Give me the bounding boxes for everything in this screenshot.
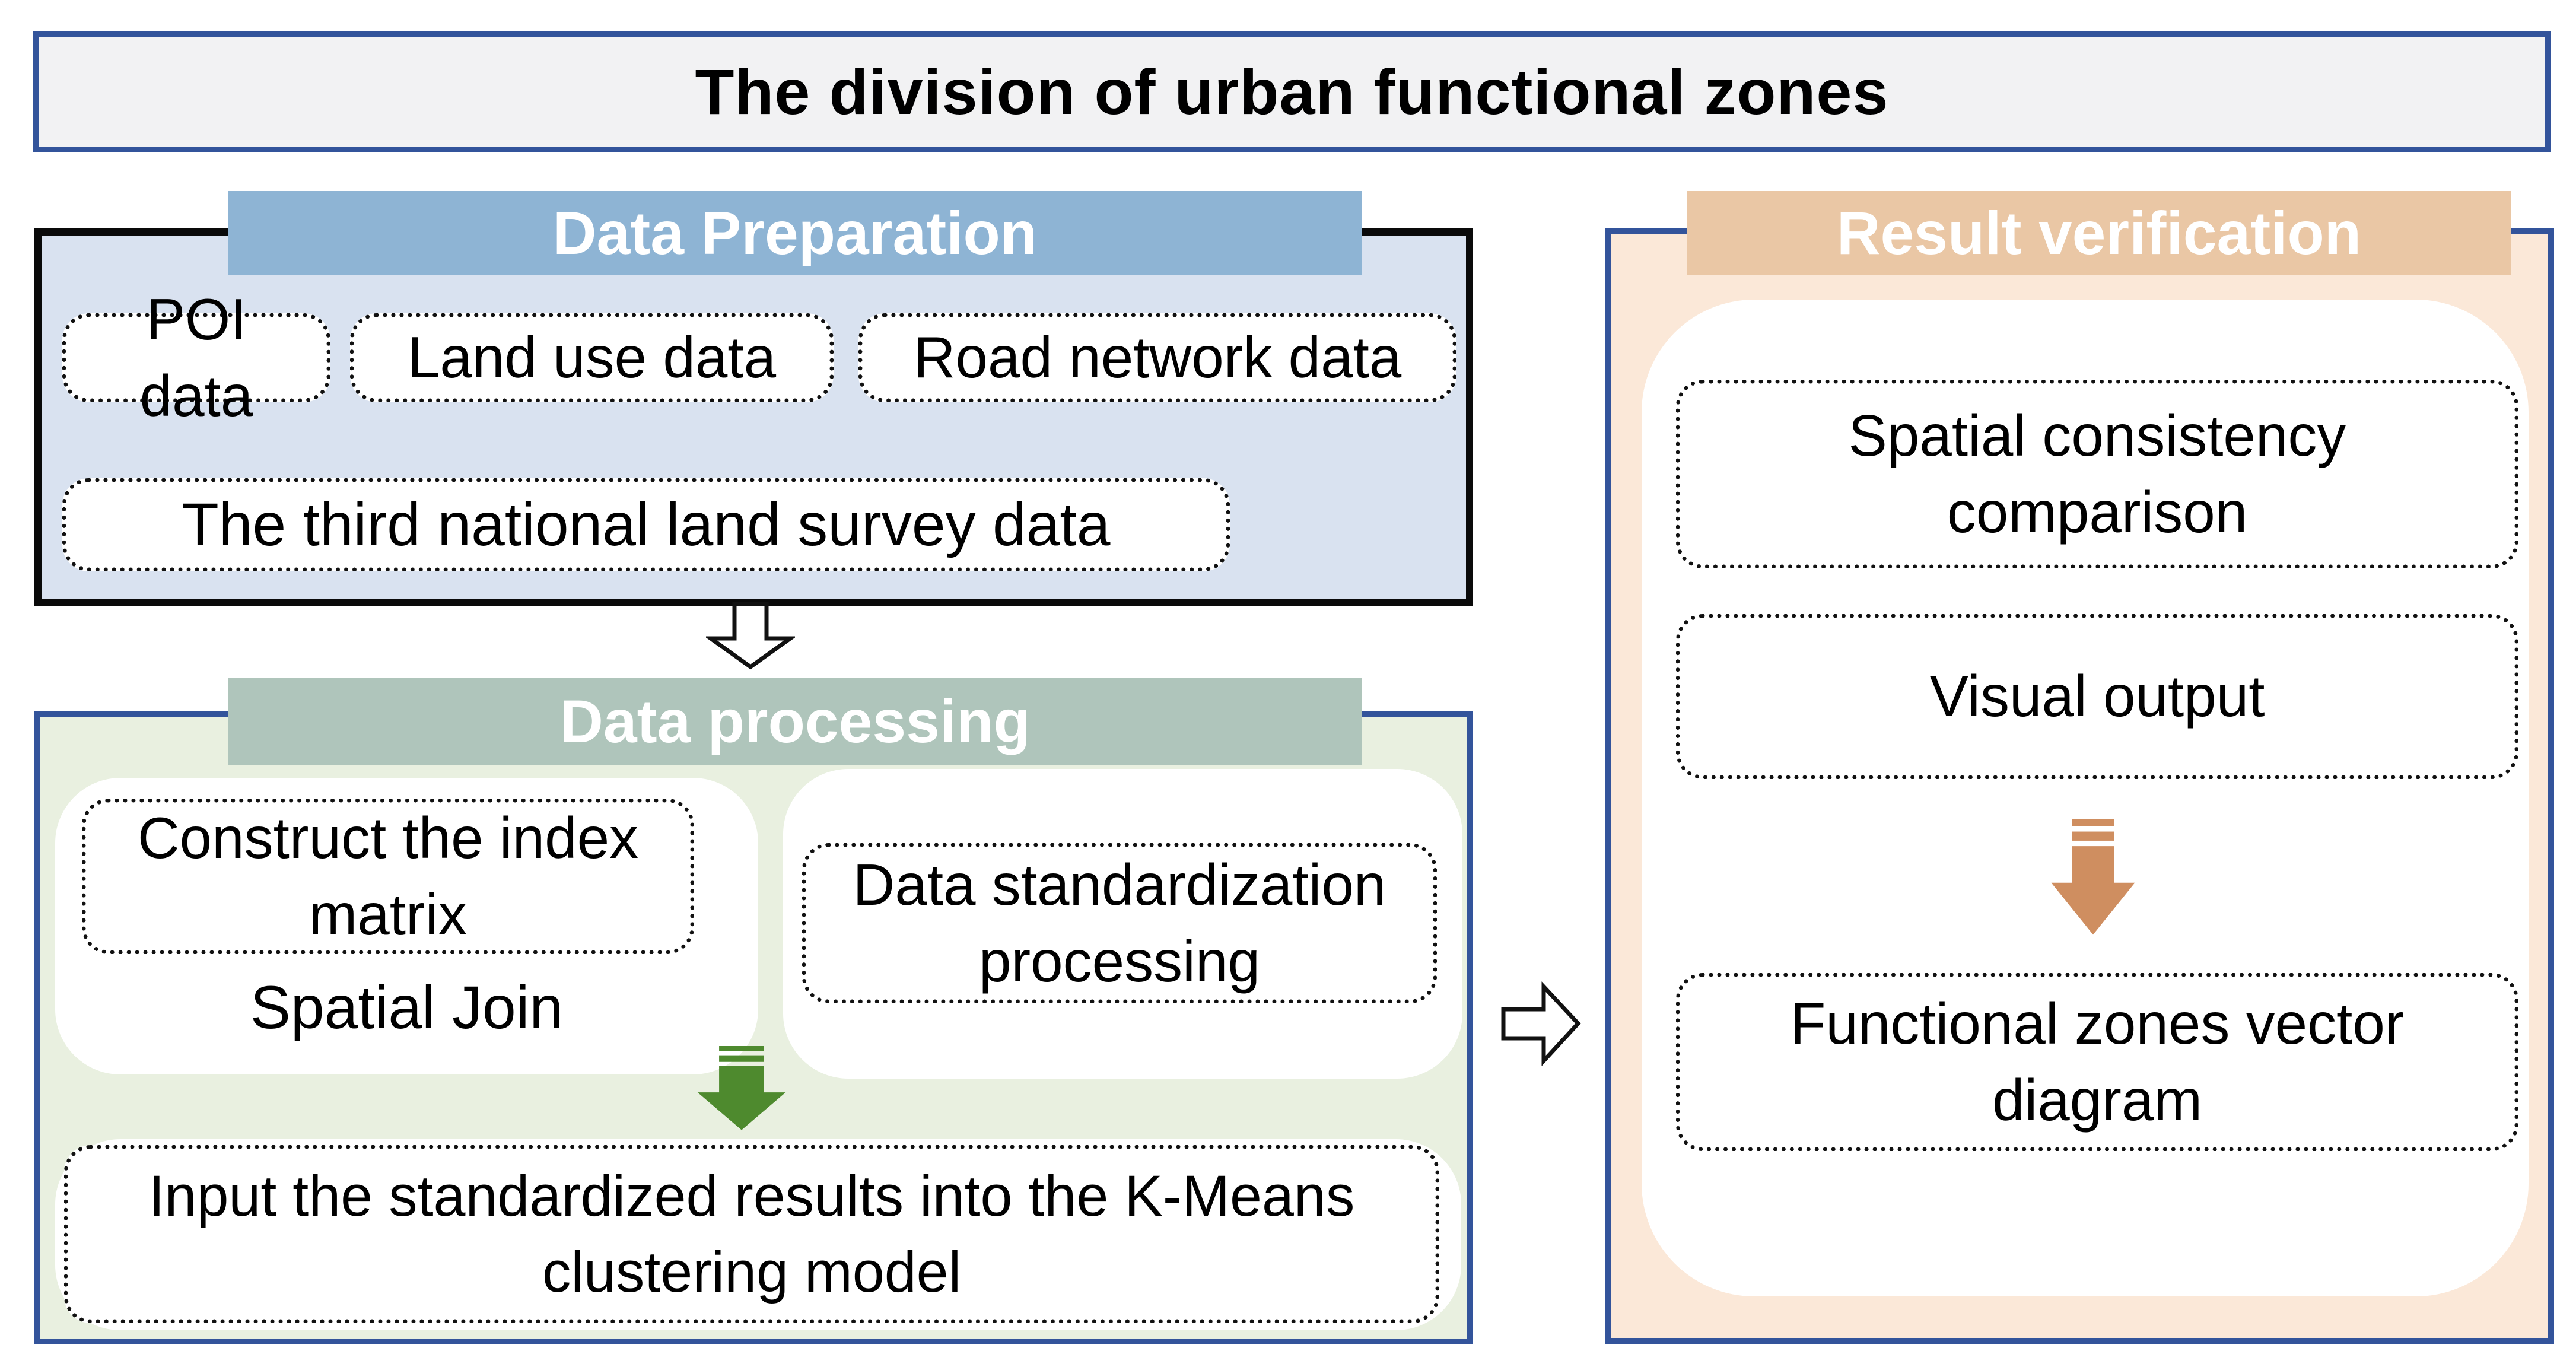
diagram-title-box: The division of urban functional zones bbox=[33, 31, 2551, 152]
data-standardization-node: Data standardization processing bbox=[802, 843, 1437, 1003]
spatial-consistency-node: Spatial consistency comparison bbox=[1676, 380, 2518, 568]
kmeans-clustering-label: Input the standardized results into the … bbox=[148, 1163, 1355, 1304]
striped-down-arrow-tan-icon bbox=[2049, 819, 2138, 937]
data-preparation-header: Data Preparation bbox=[228, 191, 1362, 275]
construct-index-matrix-label: Construct the index matrix bbox=[137, 805, 639, 947]
data-processing-header-label: Data processing bbox=[559, 688, 1031, 755]
visual-output-label: Visual output bbox=[1929, 663, 2265, 729]
kmeans-clustering-node: Input the standardized results into the … bbox=[64, 1145, 1439, 1323]
poi-data-label: POI data bbox=[139, 286, 253, 428]
page-title: The division of urban functional zones bbox=[695, 56, 1889, 128]
land-use-data-label: Land use data bbox=[407, 325, 777, 390]
right-arrow-icon bbox=[1500, 981, 1582, 1067]
data-preparation-header-label: Data Preparation bbox=[552, 199, 1038, 267]
functional-zones-vector-node: Functional zones vector diagram bbox=[1676, 973, 2518, 1151]
third-national-land-survey-node: The third national land survey data bbox=[62, 478, 1230, 571]
land-use-data-node: Land use data bbox=[350, 313, 834, 402]
road-network-data-node: Road network data bbox=[858, 313, 1456, 402]
spatial-consistency-label: Spatial consistency comparison bbox=[1848, 402, 2346, 545]
down-arrow-icon bbox=[706, 600, 795, 670]
construct-index-matrix-node: Construct the index matrix bbox=[82, 799, 694, 954]
result-verification-header: Result verification bbox=[1687, 191, 2511, 275]
data-standardization-label: Data standardization processing bbox=[853, 851, 1386, 994]
third-national-land-survey-label: The third national land survey data bbox=[182, 491, 1111, 559]
data-processing-header: Data processing bbox=[228, 678, 1362, 765]
visual-output-node: Visual output bbox=[1676, 614, 2518, 779]
road-network-data-label: Road network data bbox=[913, 325, 1402, 390]
striped-down-arrow-green-icon bbox=[695, 1046, 788, 1132]
functional-zones-vector-label: Functional zones vector diagram bbox=[1790, 990, 2405, 1133]
spatial-join-label: Spatial Join bbox=[250, 973, 564, 1041]
result-verification-header-label: Result verification bbox=[1836, 199, 2362, 267]
poi-data-node: POI data bbox=[62, 287, 330, 428]
